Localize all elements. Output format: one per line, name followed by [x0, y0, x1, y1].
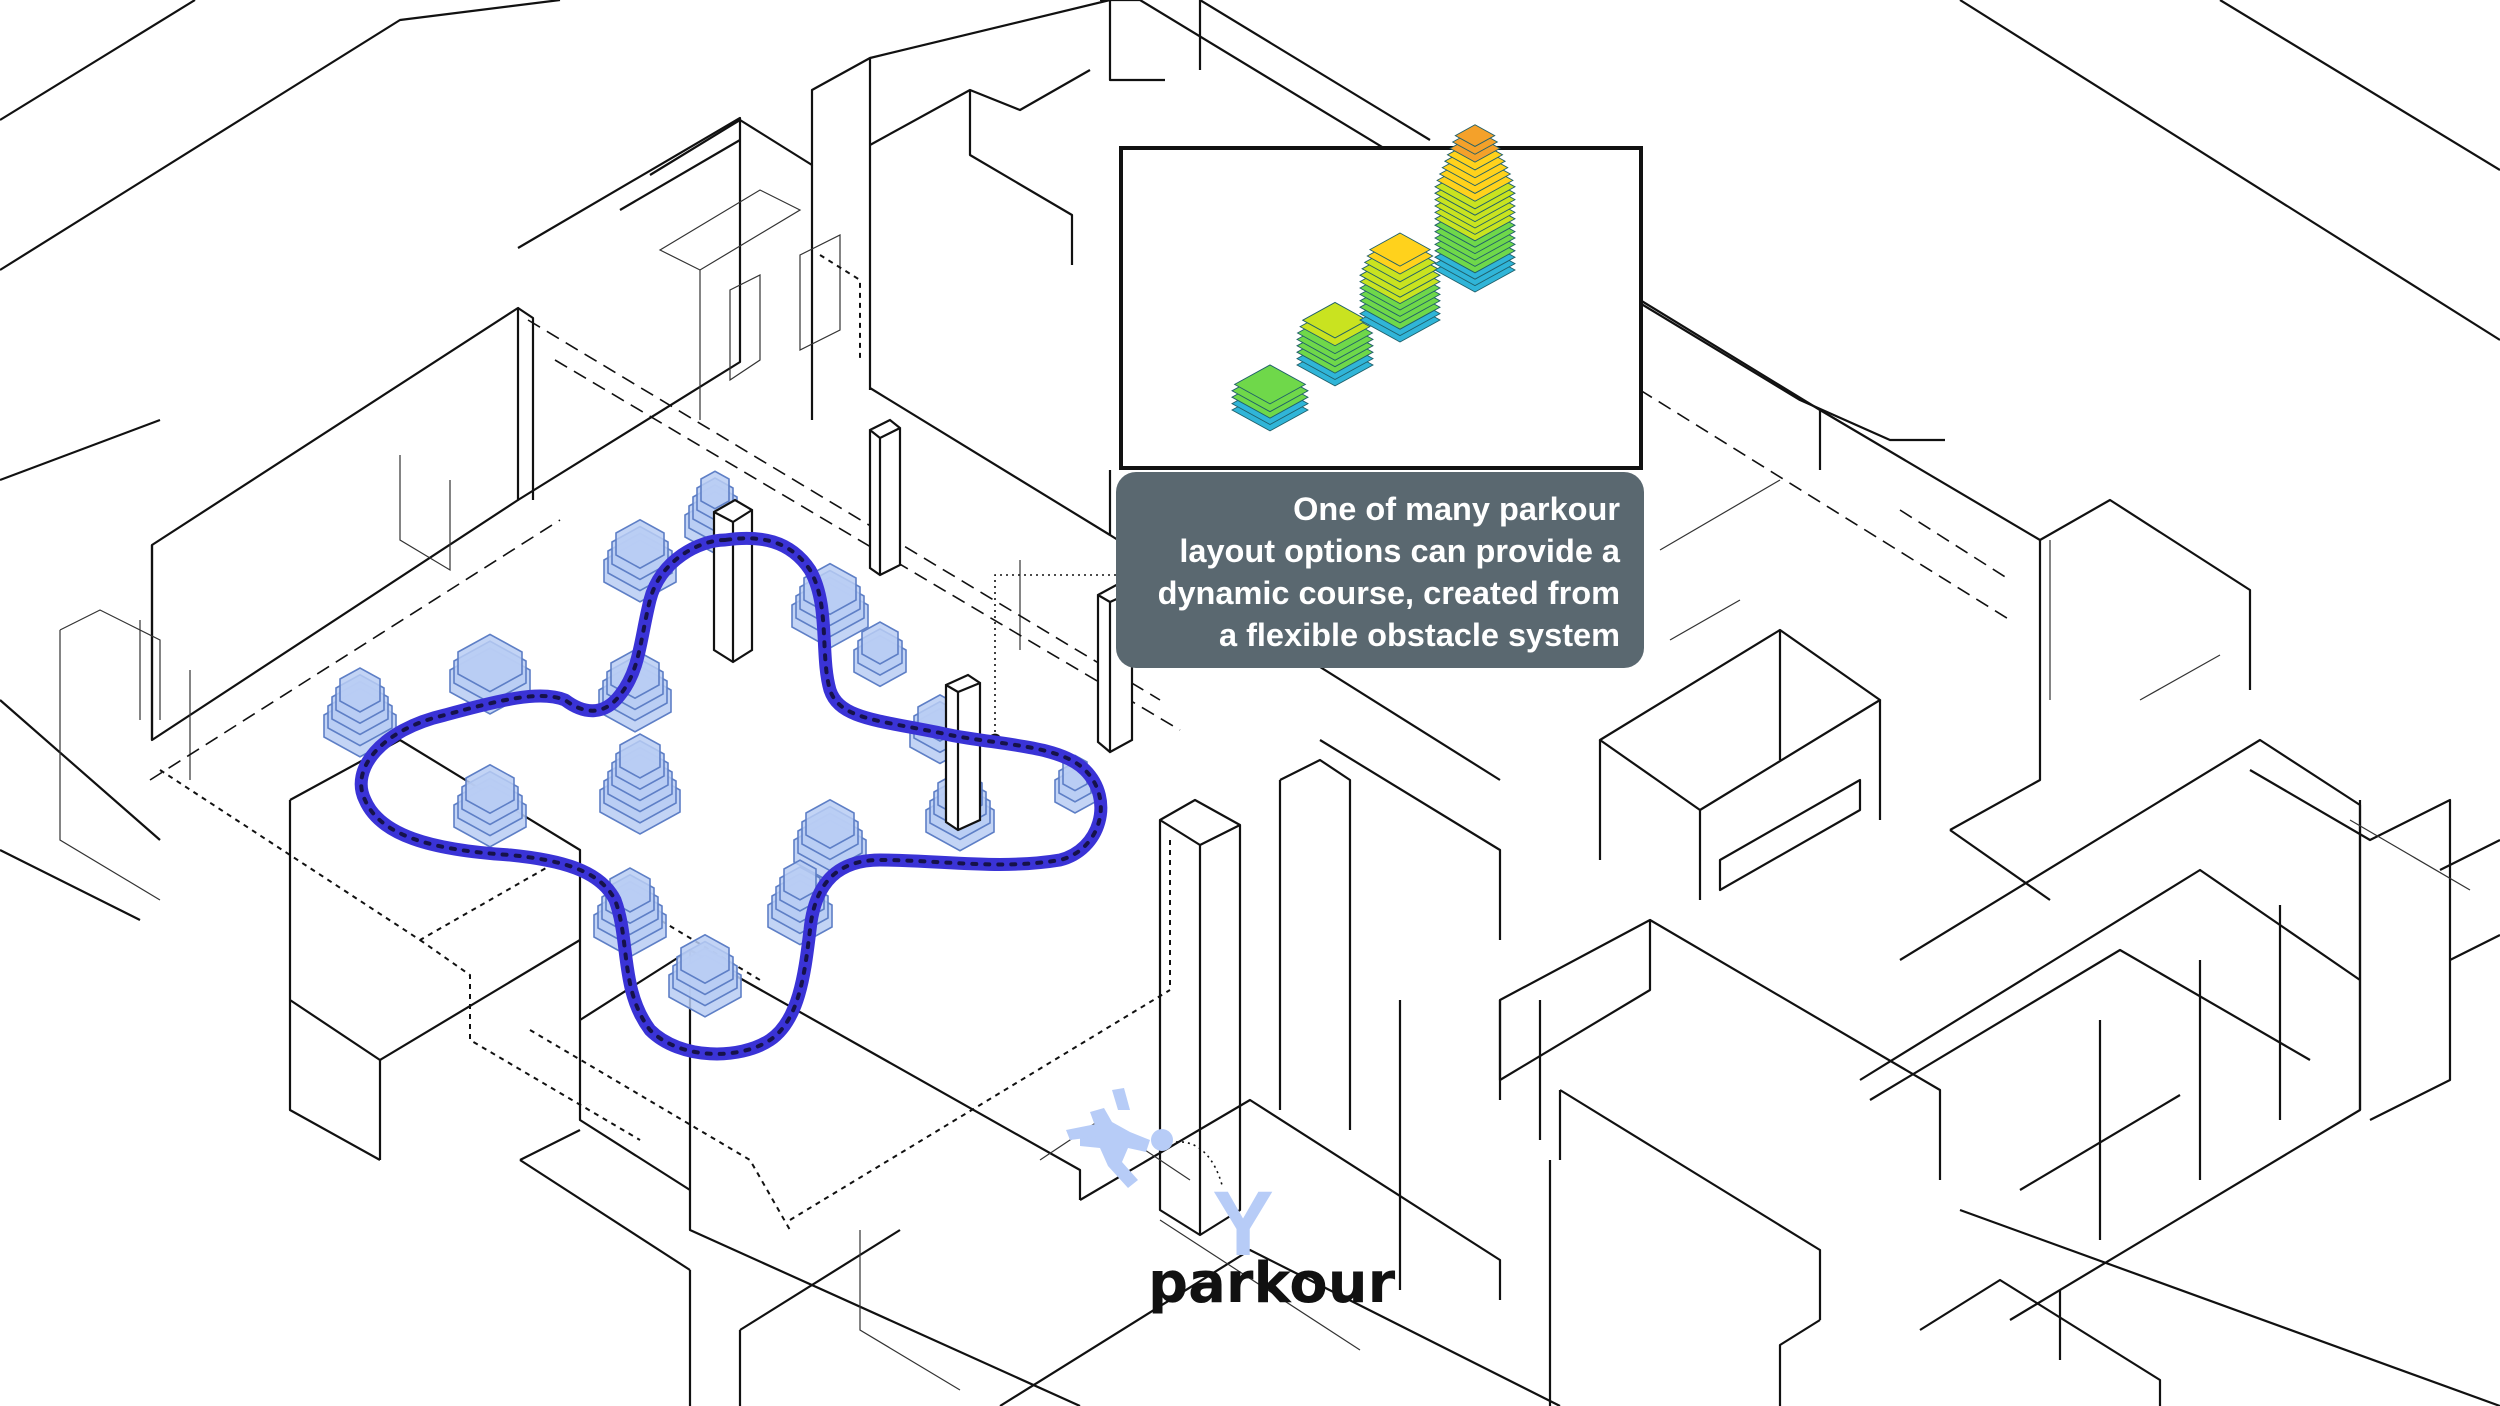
obstacle-step: [680, 933, 730, 985]
obstacle-step: [700, 470, 730, 510]
callout-line-2: layout options can provide a: [1179, 533, 1620, 569]
pillars: [712, 418, 1134, 832]
obstacle-step: [861, 621, 899, 665]
pyramid-layer: [1368, 232, 1432, 267]
obstacle-inset: [1119, 124, 1643, 470]
obstacle-step: [805, 798, 855, 850]
parkour-route: [354, 531, 1108, 1061]
parkour-obstacles: [323, 470, 1096, 1018]
callout-line-4: a flexible obstacle system: [1218, 617, 1620, 653]
hidden-lines: [159, 254, 1171, 1231]
callout-line-3: dynamic course, created from: [1157, 575, 1620, 611]
obstacle-step: [615, 518, 665, 570]
obstacle-step: [783, 859, 817, 901]
obstacle-step: [619, 733, 661, 779]
obstacle-step: [465, 763, 515, 815]
obstacle-step: [457, 633, 523, 693]
pyramid-layer: [1233, 364, 1307, 405]
category-label: parkour: [1148, 1251, 1396, 1316]
callout-leader: [988, 574, 1116, 747]
parkour-jumper-icon: [1066, 1088, 1223, 1188]
pyramid-layer: [1454, 124, 1496, 147]
info-callout: One of many parkour layout options can p…: [1116, 472, 1644, 668]
callout-line-1: One of many parkour: [1293, 491, 1620, 527]
projection-lines: [149, 319, 2011, 781]
stepped-obstacle-models: [1231, 124, 1516, 432]
parkour-letter-icon: Y: [1212, 1173, 1273, 1275]
obstacle-step: [339, 667, 381, 713]
